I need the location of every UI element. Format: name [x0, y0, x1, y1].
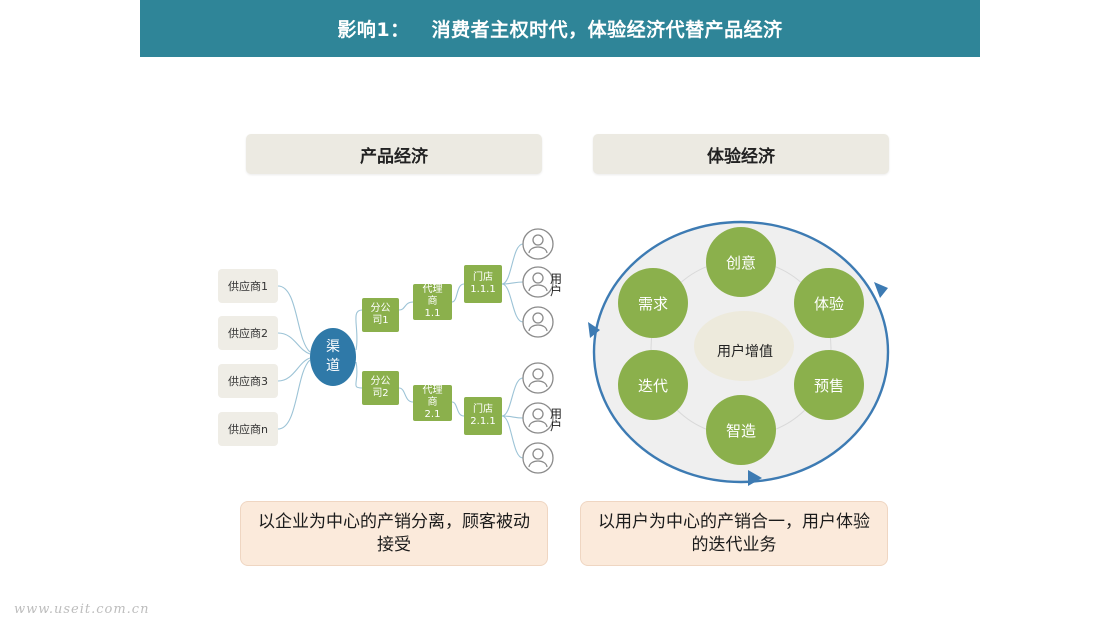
branch-1: 分公司1: [362, 298, 399, 332]
connector-branch2: [355, 361, 363, 389]
supplier-n: 供应商n: [218, 412, 278, 446]
title-banner: 影响1： 消费者主权时代，体验经济代替产品经济: [140, 0, 980, 57]
connector-user6: [501, 415, 524, 459]
connector-user1: [501, 243, 524, 285]
petal-iteration: 迭代: [618, 350, 688, 420]
connector-supplier1: [277, 285, 311, 353]
watermark-text: www.useit.com.cn: [14, 602, 150, 617]
supplier-1: 供应商1: [218, 269, 278, 303]
connector-store1: [451, 283, 465, 303]
connector-supplier2: [277, 332, 311, 355]
heading-experience-economy: 体验经济: [593, 134, 889, 174]
supplier-2: 供应商2: [218, 316, 278, 350]
connector-supplier3: [277, 357, 311, 382]
petal-creativity: 创意: [706, 227, 776, 297]
connector-branch1: [355, 309, 363, 351]
connector-user2: [501, 281, 524, 285]
petal-manufacturing: 智造: [706, 395, 776, 465]
store-1-1-1: 门店1.1.1: [464, 265, 502, 303]
center-disc: [694, 311, 794, 381]
user-label-top: 用户: [549, 272, 562, 298]
connector-agent1: [398, 301, 414, 311]
user-avatar-icon: [522, 228, 554, 474]
heading-product-economy: 产品经济: [246, 134, 542, 174]
connector-store2: [451, 401, 465, 417]
branch-2: 分公司2: [362, 371, 399, 405]
agent-1-1: 代理商1.1: [413, 284, 452, 320]
channel-node: 渠道: [310, 328, 356, 386]
petal-experience: 体验: [794, 268, 864, 338]
store-2-1-1: 门店2.1.1: [464, 397, 502, 435]
supplier-3: 供应商3: [218, 364, 278, 398]
connector-supplier4: [277, 359, 311, 430]
petal-presale: 预售: [794, 350, 864, 420]
title-text: 消费者主权时代，体验经济代替产品经济: [431, 19, 783, 41]
title-prefix: 影响1：: [337, 19, 410, 41]
arrowhead-icon: [588, 282, 888, 486]
connector-user5: [501, 415, 524, 419]
agent-2-1: 代理商2.1: [413, 385, 452, 421]
connector-user3: [501, 283, 524, 323]
connector-agent2: [398, 387, 414, 403]
user-label-bottom: 用户: [549, 407, 562, 433]
connector-user4: [501, 377, 524, 417]
petal-demand: 需求: [618, 268, 688, 338]
channel-label: 渠道: [326, 339, 340, 374]
caption-experience-economy: 以用户为中心的产销合一，用户体验的迭代业务: [580, 501, 888, 566]
center-label: 用户增值: [717, 344, 773, 360]
caption-product-economy: 以企业为中心的产销分离，顾客被动接受: [240, 501, 548, 566]
